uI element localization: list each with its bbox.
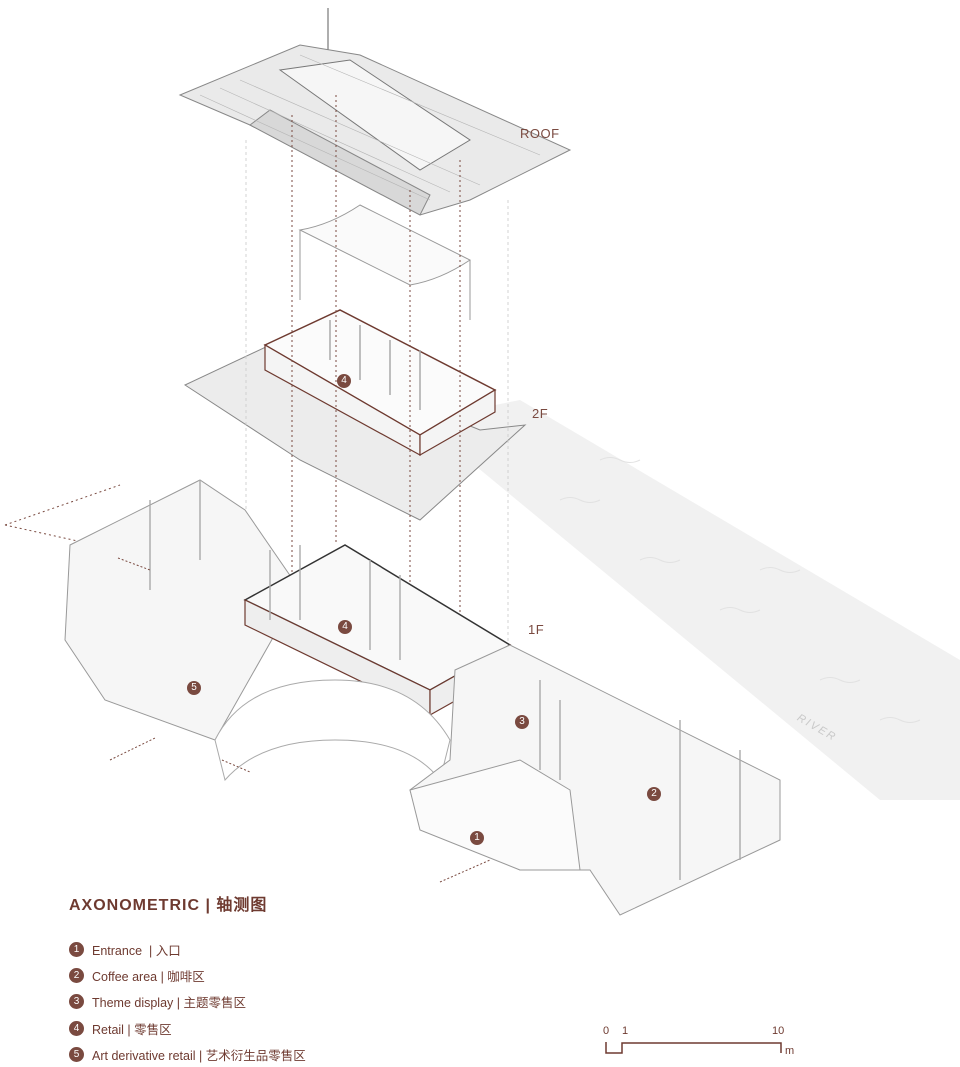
scale-ten: 10 [772,1025,785,1037]
marker-retail-1f: 4 [338,620,352,634]
river-band [420,400,960,800]
marker-coffee: 2 [647,787,661,801]
legend-number: 5 [69,1046,84,1062]
legend-label: Entrance | 入口 [92,943,181,958]
legend-label: Coffee area | 咖啡区 [92,969,205,984]
legend-item-entrance: 1 Entrance | 入口 [69,936,306,962]
awnings [298,204,471,320]
legend-label: Retail | 零售区 [92,1022,172,1037]
legend-label: Theme display | 主题零售区 [92,996,246,1011]
legend: 1 Entrance | 入口 2 Coffee area | 咖啡区 3 Theme… [69,936,306,1067]
first-floor-label: 1F [528,622,545,637]
scale-one: 1 [622,1025,629,1037]
scale-bar-line [605,1042,782,1054]
legend-item-theme-display: 3 Theme display | 主题零售区 [69,989,306,1015]
marker-art-retail: 5 [187,681,201,695]
legend-item-retail: 4 Retail | 零售区 [69,1015,306,1041]
legend-item-art-retail: 5 Art derivative retail | 艺术衍生品零售区 [69,1041,306,1067]
legend-item-coffee: 2 Coffee area | 咖啡区 [69,962,306,988]
second-floor-layer [183,309,527,521]
legend-number: 1 [69,941,84,957]
legend-number: 4 [69,1020,84,1036]
roof-label: ROOF [520,126,560,141]
entry-arrows [109,557,491,883]
marker-retail-2f: 4 [337,374,351,388]
scale-zero: 0 [603,1025,610,1037]
marker-entrance: 1 [470,831,484,845]
first-floor-layer [64,479,781,916]
scale-unit: m [785,1045,795,1057]
legend-number: 3 [69,994,84,1010]
legend-number: 2 [69,967,84,983]
marker-theme-display: 3 [515,715,529,729]
roof-layer [178,8,572,216]
scale-bar: 0 1 10 m [600,1025,800,1065]
diagram-title: AXONOMETRIC | 轴测图 [69,897,268,914]
legend-label: Art derivative retail | 艺术衍生品零售区 [92,1048,306,1063]
second-floor-label: 2F [532,406,549,421]
